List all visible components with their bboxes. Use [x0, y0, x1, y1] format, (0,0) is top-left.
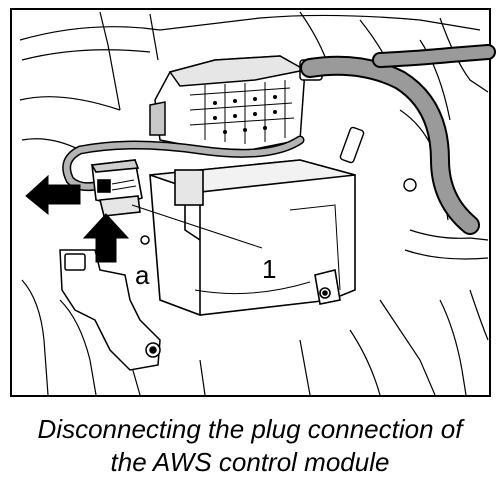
caption-line-2: the AWS control module — [110, 446, 390, 477]
wiring-harness — [300, 44, 496, 235]
push-up-arrow — [82, 213, 130, 263]
caption-line-1: Disconnecting the plug connection of — [37, 413, 463, 444]
figure-caption: Disconnecting the plug connection of the… — [0, 402, 500, 489]
mounting-bracket — [59, 235, 161, 371]
plug-cable — [62, 135, 305, 192]
callout-arrow-label: a — [135, 260, 150, 290]
technical-illustration: 1 a — [10, 8, 496, 397]
upper-connector-assembly — [149, 55, 323, 151]
pull-left-arrow — [25, 174, 81, 216]
background-structure — [19, 11, 489, 396]
engine-bay-drawing: 1 a — [10, 8, 496, 397]
callout-part-number: 1 — [262, 254, 276, 284]
release-arrows — [25, 174, 130, 263]
aws-control-module — [149, 159, 356, 316]
callout-1-leader — [131, 204, 263, 249]
plug-connector — [90, 159, 143, 217]
